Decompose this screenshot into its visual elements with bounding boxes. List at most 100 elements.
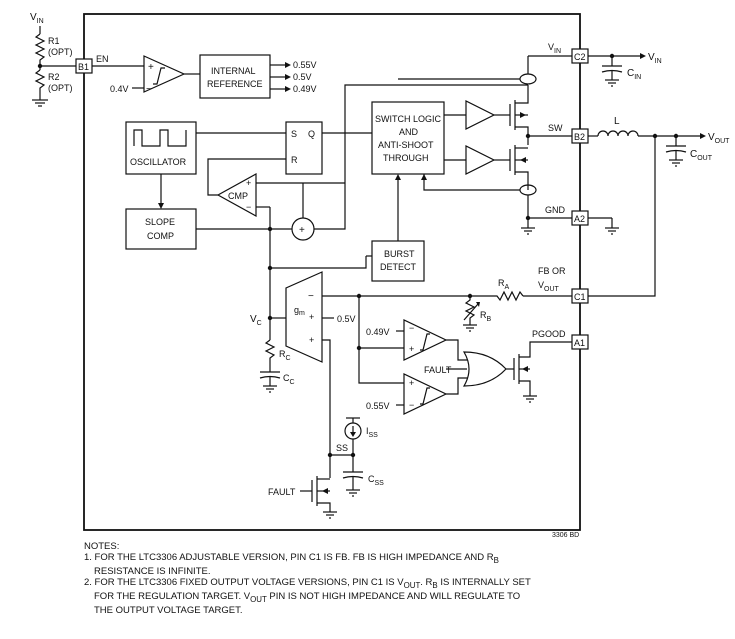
svg-text:ISS: ISS	[366, 426, 378, 439]
note-2: 2. FOR THE LTC3306 FIXED OUTPUT VOLTAGE …	[84, 576, 531, 590]
oscillator-block	[125, 121, 197, 175]
or-gate	[462, 351, 507, 387]
rb-resistor	[464, 296, 476, 325]
ref-05: 0.5V	[293, 72, 312, 82]
internal-reference-block	[199, 54, 271, 99]
svg-text:+: +	[148, 62, 154, 73]
en-threshold: 0.4V	[110, 84, 129, 94]
slope-comp-block	[125, 208, 197, 250]
high-side-driver	[465, 100, 496, 130]
svg-text:REFERENCE: REFERENCE	[207, 79, 263, 89]
svg-text:R: R	[291, 155, 298, 165]
pgood-label: PGOOD	[532, 329, 566, 339]
ra-label: R	[498, 278, 505, 288]
comp-low-ref: 0.49V	[366, 327, 390, 337]
r2-opt: (OPT)	[48, 83, 73, 93]
fb-label-line1: FB OR	[538, 266, 566, 276]
ref-055: 0.55V	[293, 60, 317, 70]
en-label: EN	[96, 54, 109, 64]
svg-text:DETECT: DETECT	[380, 262, 417, 272]
switch-logic-block	[371, 101, 445, 175]
gnd-label: GND	[545, 205, 566, 215]
svg-text:VIN: VIN	[30, 12, 44, 25]
svg-text:THROUGH: THROUGH	[383, 153, 429, 163]
r1-opt: (OPT)	[48, 47, 73, 57]
pgood-switch	[513, 341, 572, 403]
fb-label-line2: V	[538, 280, 544, 290]
svg-text:−: −	[246, 202, 251, 212]
ref-049: 0.49V	[293, 84, 317, 94]
svg-text:COUT: COUT	[690, 149, 713, 162]
vin-top-label: V	[30, 12, 37, 23]
en-comparator	[143, 55, 186, 93]
input-divider: VIN R1 (OPT) R2 (OPT)	[30, 12, 76, 107]
svg-text:BURST: BURST	[384, 249, 415, 259]
svg-text:CC: CC	[283, 373, 295, 386]
cin-label: C	[627, 68, 634, 79]
iss-label: I	[366, 426, 369, 436]
svg-text:−: −	[146, 84, 152, 95]
current-sense-high	[519, 73, 537, 85]
ss-pulldown-switch	[300, 455, 337, 519]
svg-text:RC: RC	[279, 349, 291, 362]
part-code: 3306 BD	[552, 532, 579, 539]
notes-heading: NOTES:	[84, 541, 120, 552]
rb-label: R	[480, 310, 487, 320]
svg-text:−: −	[409, 400, 414, 410]
svg-text:RB: RB	[480, 310, 492, 323]
note-2-cont2: THE OUTPUT VOLTAGE TARGET.	[94, 604, 243, 616]
note-2-cont: FOR THE REGULATION TARGET. VOUT PIN IS N…	[94, 590, 521, 604]
svg-text:VOUT: VOUT	[708, 132, 730, 145]
svg-text:+: +	[409, 378, 414, 388]
note-1: 1. FOR THE LTC3306 ADJUSTABLE VERSION, P…	[84, 552, 499, 565]
svg-text:CIN: CIN	[627, 68, 641, 81]
rc-label: R	[279, 349, 286, 359]
gm-amplifier	[285, 271, 323, 363]
svg-text:B1: B1	[78, 62, 89, 72]
svg-text:C1: C1	[574, 292, 586, 302]
ic-boundary	[83, 13, 581, 531]
svg-text:AND: AND	[399, 127, 419, 137]
block-diagram: 3306 BD VIN R1 (OPT) R2 (OPT) B1 EN + 0.…	[30, 12, 730, 539]
burst-detect-block	[371, 240, 425, 282]
svg-text:+: +	[409, 344, 414, 354]
svg-text:SWITCH LOGIC: SWITCH LOGIC	[375, 114, 442, 124]
low-side-driver	[465, 145, 496, 175]
vin-right-label: V	[648, 52, 655, 63]
svg-text:VIN: VIN	[648, 52, 662, 65]
css-label: C	[368, 474, 375, 484]
r1-resistor	[34, 33, 46, 64]
svg-text:COMP: COMP	[147, 231, 174, 241]
pin-a1	[571, 334, 589, 350]
svg-text:+: +	[299, 225, 305, 236]
svg-text:ANTI-SHOOT: ANTI-SHOOT	[378, 140, 434, 150]
svg-text:+: +	[309, 312, 314, 322]
svg-text:+: +	[309, 335, 314, 345]
cout-label: C	[690, 149, 697, 160]
notes: NOTES: 1. FOR THE LTC3306 ADJUSTABLE VER…	[84, 541, 604, 616]
svg-text:Q: Q	[308, 129, 315, 139]
sw-label: SW	[548, 123, 563, 133]
oscillator-waveform	[133, 129, 187, 147]
inductor-label: L	[614, 116, 620, 127]
svg-text:VOUT: VOUT	[538, 280, 560, 293]
fault-ext-label: FAULT	[268, 487, 296, 497]
current-comparator	[216, 172, 257, 218]
svg-text:C2: C2	[574, 52, 586, 62]
comp-high-ref: 0.55V	[366, 401, 390, 411]
vout-label: V	[708, 132, 715, 143]
note-1-cont: RESISTANCE IS INFINITE.	[94, 565, 211, 577]
vc-label: V	[250, 314, 257, 325]
high-side-switch	[509, 85, 529, 145]
svg-text:A1: A1	[574, 338, 585, 348]
svg-text:SLOPE: SLOPE	[145, 217, 175, 227]
svg-text:gm: gm	[294, 305, 305, 317]
rc-resistor	[264, 339, 276, 366]
gm-ref: 0.5V	[337, 314, 356, 324]
ra-resistor	[470, 290, 524, 302]
low-side-switch	[509, 145, 529, 190]
svg-text:A2: A2	[574, 214, 585, 224]
svg-text:+: +	[246, 178, 251, 188]
svg-text:−: −	[308, 291, 314, 302]
ss-label: SS	[336, 443, 348, 453]
